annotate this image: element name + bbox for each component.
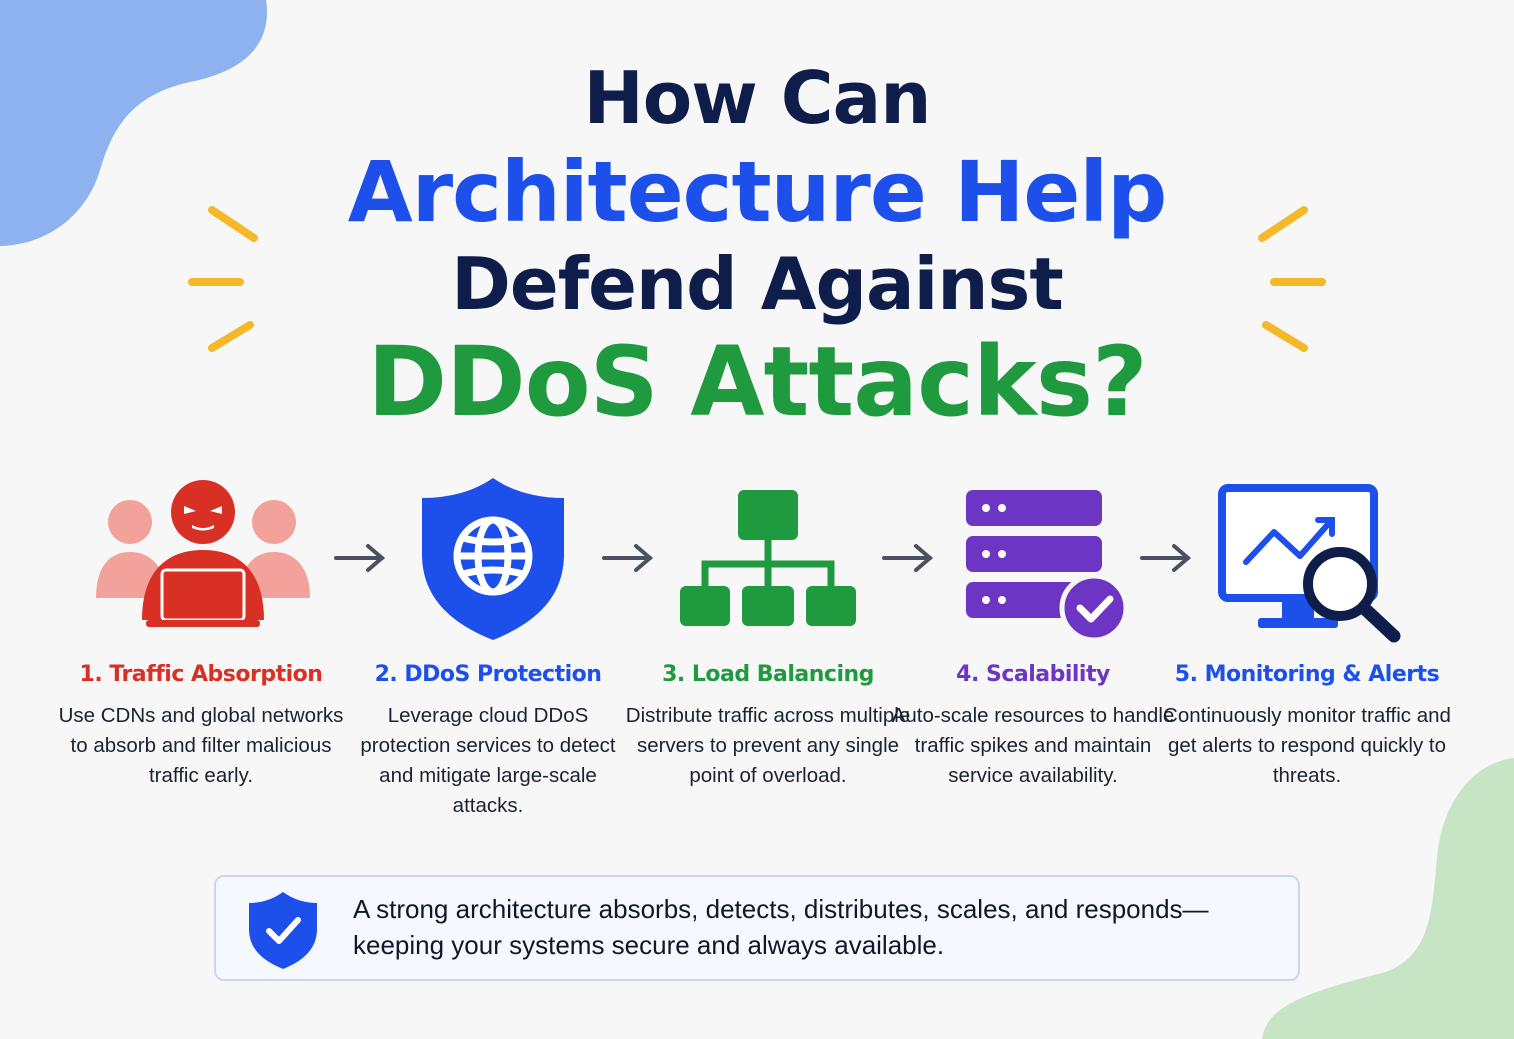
step-ddos-protection: 2. DDoS Protection Leverage cloud DDoS p… (343, 662, 633, 821)
arrow-2-icon (602, 544, 654, 572)
bottom-right-blob (1262, 758, 1514, 1039)
page-title: How Can Architecture Help Defend Against… (0, 52, 1514, 436)
step-title: 1. Traffic Absorption (79, 662, 323, 687)
server-stack-icon (966, 490, 1129, 643)
shield-check-icon (249, 892, 317, 969)
step-scalability: 4. Scalability Auto-scale resources to h… (888, 662, 1178, 791)
step-description: Distribute traffic across multiple serve… (625, 704, 911, 787)
step-title: 5. Monitoring & Alerts (1174, 662, 1440, 687)
step-description: Use CDNs and global networks to absorb a… (58, 704, 344, 787)
top-left-blob (0, 0, 267, 246)
load-balancer-icon (680, 490, 856, 626)
arrow-3-icon (882, 544, 934, 572)
monitor-search-icon (1218, 484, 1401, 643)
step-description: Continuously monitor traffic and get ale… (1163, 704, 1451, 787)
title-line-4: DDoS Attacks? (367, 326, 1147, 438)
left-burst-accent (188, 206, 258, 352)
title-line-1: How Can (583, 56, 932, 140)
step-traffic-absorption: 1. Traffic Absorption Use CDNs and globa… (56, 662, 346, 791)
summary-text: A strong architecture absorbs, detects, … (353, 894, 1209, 960)
title-line-2: Architecture Help (347, 143, 1168, 241)
hacker-icon (96, 480, 310, 627)
arrow-1-icon (334, 544, 386, 572)
step-title: 2. DDoS Protection (374, 662, 602, 687)
step-load-balancing: 3. Load Balancing Distribute traffic acr… (623, 662, 913, 791)
step-description: Auto-scale resources to handle traffic s… (891, 704, 1175, 787)
summary-banner: A strong architecture absorbs, detects, … (214, 875, 1300, 981)
shield-globe-icon (422, 478, 564, 640)
right-burst-accent (1258, 206, 1326, 352)
step-monitoring-alerts: 5. Monitoring & Alerts Continuously moni… (1162, 662, 1452, 791)
arrow-4-icon (1140, 544, 1192, 572)
step-title: 4. Scalability (956, 662, 1110, 687)
step-description: Leverage cloud DDoS protection services … (360, 704, 616, 817)
step-title: 3. Load Balancing (662, 662, 874, 687)
title-line-3: Defend Against (451, 242, 1064, 326)
